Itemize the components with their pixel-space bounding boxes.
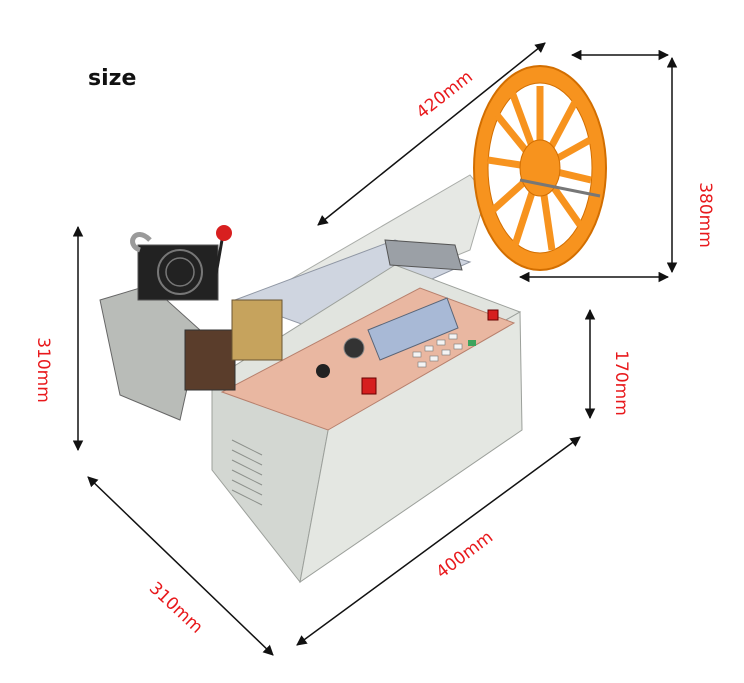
arrow-front-length — [296, 436, 581, 646]
heat-switch — [361, 377, 377, 395]
speed-knob — [316, 364, 330, 378]
cooling-fan — [137, 244, 219, 301]
power-switch — [487, 309, 499, 321]
temperature-knob — [343, 337, 365, 359]
blade-block — [184, 329, 236, 391]
spool-shaft — [519, 178, 601, 198]
side-vents — [231, 439, 263, 506]
feed-roller — [384, 239, 463, 271]
title-label: size — [88, 66, 137, 91]
start-button — [468, 340, 476, 346]
heater-assembly — [231, 299, 283, 361]
arrow-top-length — [317, 42, 546, 226]
dim-front-height: 170mm — [610, 350, 631, 416]
gooseneck — [130, 232, 152, 253]
arrow-depth — [87, 476, 274, 656]
spool-reel — [473, 65, 607, 271]
lever-knob — [216, 225, 232, 241]
dim-left-height: 310mm — [32, 337, 53, 403]
lever — [213, 239, 224, 281]
dim-reel-height: 380mm — [694, 182, 715, 248]
keypad — [412, 333, 463, 368]
lcd-screen — [367, 297, 459, 361]
